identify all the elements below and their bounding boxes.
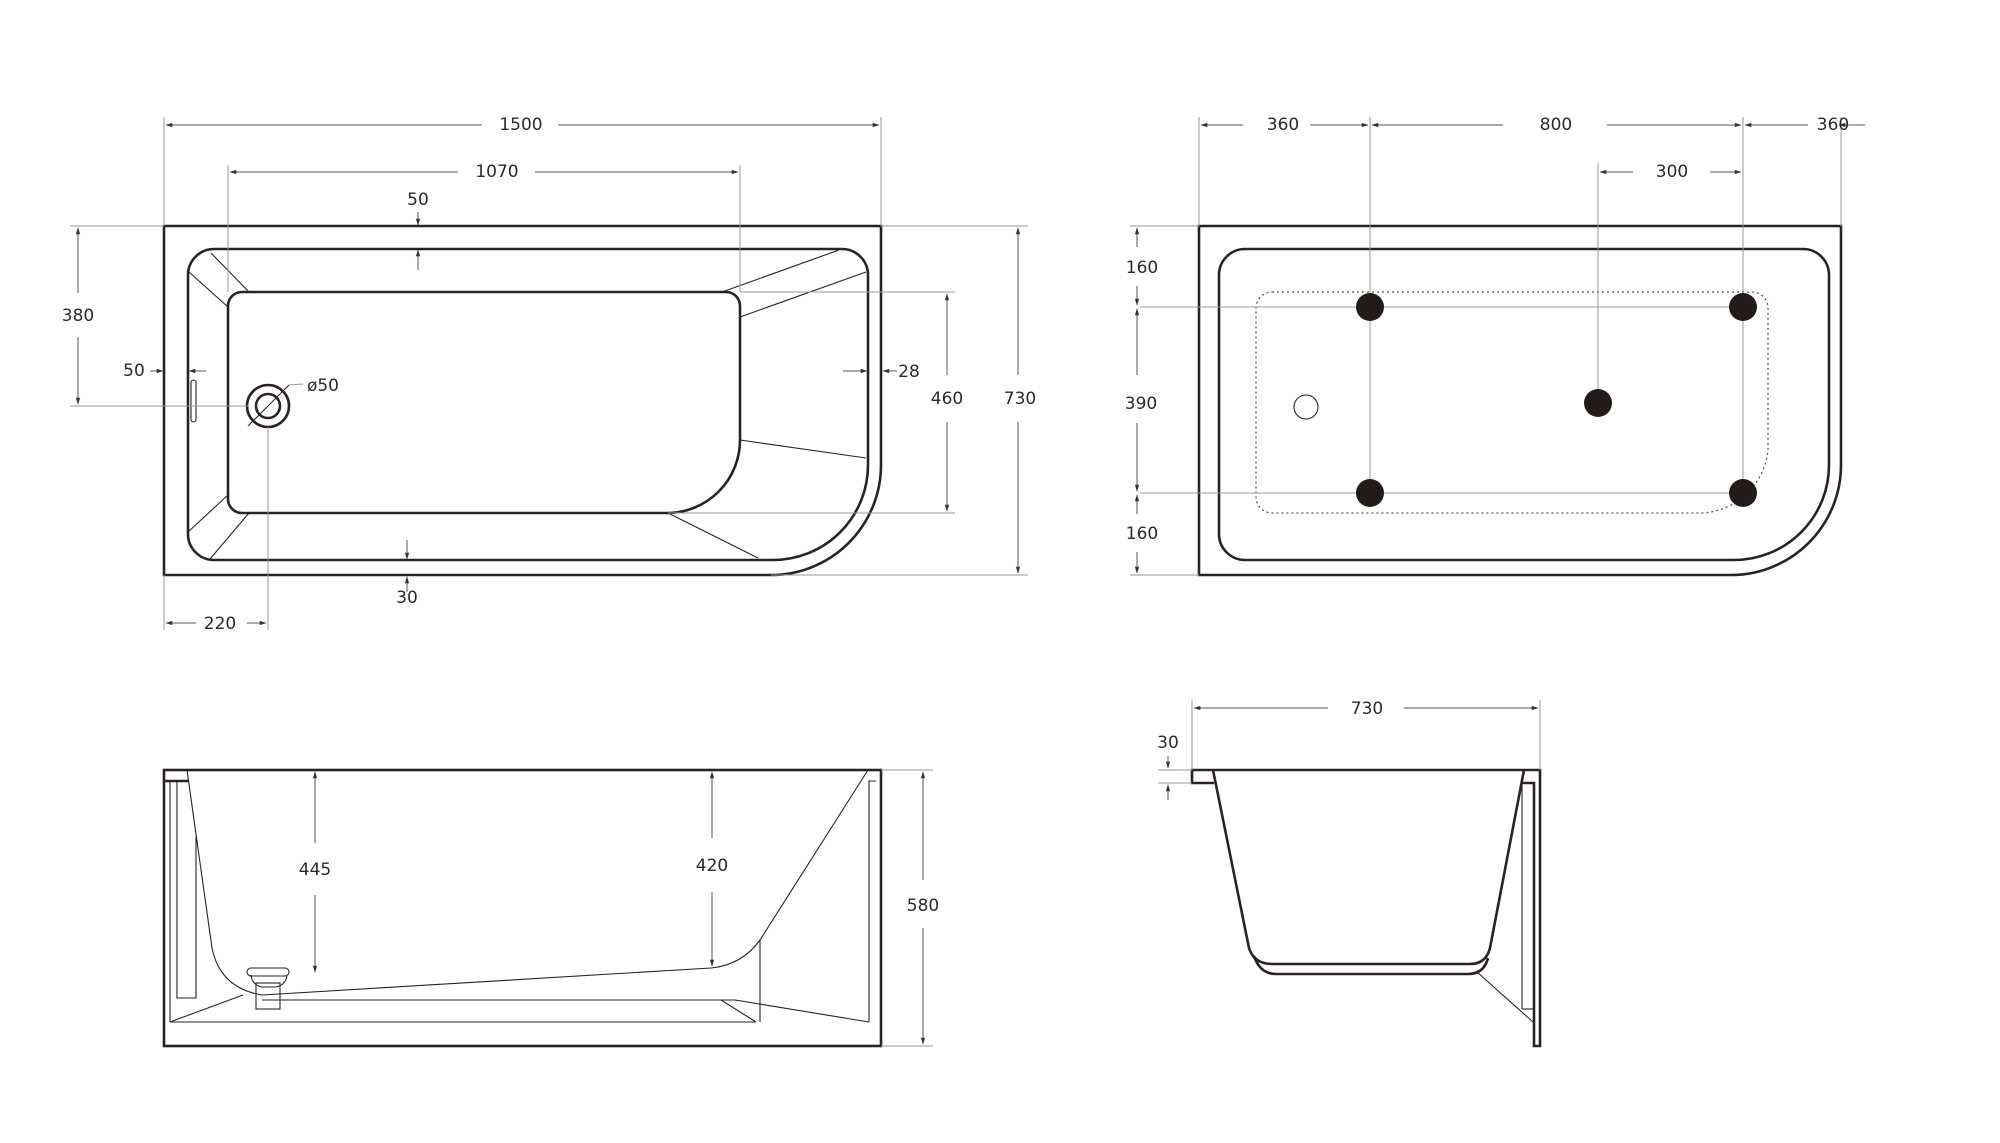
rim-left-label: 50 — [123, 361, 145, 381]
edge-bottom-label: 160 — [1126, 524, 1158, 544]
front-view: 445 420 580 — [162, 768, 939, 1048]
drain-offset-label: 220 — [204, 614, 236, 634]
support-foot-icon — [1584, 389, 1612, 417]
overflow-slot — [190, 379, 197, 423]
support-foot-icon — [1356, 479, 1384, 507]
support-foot-icon — [1729, 293, 1757, 321]
drain-hole-icon — [1293, 394, 1319, 420]
rim-bottom-label: 30 — [396, 588, 418, 608]
bottom-view-outer-shell — [1197, 224, 1843, 577]
support-foot-icon — [1729, 479, 1757, 507]
drain-fitting — [246, 967, 290, 977]
side-view: 730 30 — [1157, 699, 1542, 1048]
top-view: ø50 1500 1070 50 380 50 30 — [62, 115, 1036, 634]
bottom-view-footprint-outline — [1255, 291, 1769, 514]
overall-length-label: 1500 — [499, 115, 542, 135]
top-view-basin — [226, 290, 742, 515]
bottom-view: 360 800 360 300 160 390 160 — [1125, 115, 1865, 577]
basin-width-label: 460 — [931, 389, 963, 409]
overflow-offset-label: 380 — [62, 306, 94, 326]
drain-diameter-label: ø50 — [307, 376, 339, 396]
center-offset-label: 300 — [1656, 162, 1688, 182]
overall-height-label: 580 — [907, 896, 939, 916]
edge-top-label: 160 — [1126, 258, 1158, 278]
side-view-bowl — [1211, 769, 1526, 966]
support-span-label: 390 — [1125, 394, 1157, 414]
rim-right-label: 28 — [898, 362, 920, 382]
support-spacing-label: 800 — [1540, 115, 1572, 135]
top-view-inner-rim — [186, 247, 870, 562]
support-right-label: 360 — [1817, 115, 1849, 135]
front-view-outline — [162, 768, 883, 1048]
overall-width-label: 730 — [1004, 389, 1036, 409]
support-left-label: 360 — [1267, 115, 1299, 135]
support-foot-icon — [1356, 293, 1384, 321]
depth-right-label: 420 — [696, 856, 728, 876]
bottom-view-inner-rim — [1217, 247, 1831, 562]
depth-left-label: 445 — [299, 860, 331, 880]
drain-inner-ring — [254, 392, 282, 420]
basin-length-label: 1070 — [475, 162, 518, 182]
top-view-outer-shell — [162, 224, 883, 577]
rim-thickness-label: 30 — [1157, 733, 1179, 753]
rim-top-label: 50 — [407, 190, 429, 210]
side-width-label: 730 — [1351, 699, 1383, 719]
